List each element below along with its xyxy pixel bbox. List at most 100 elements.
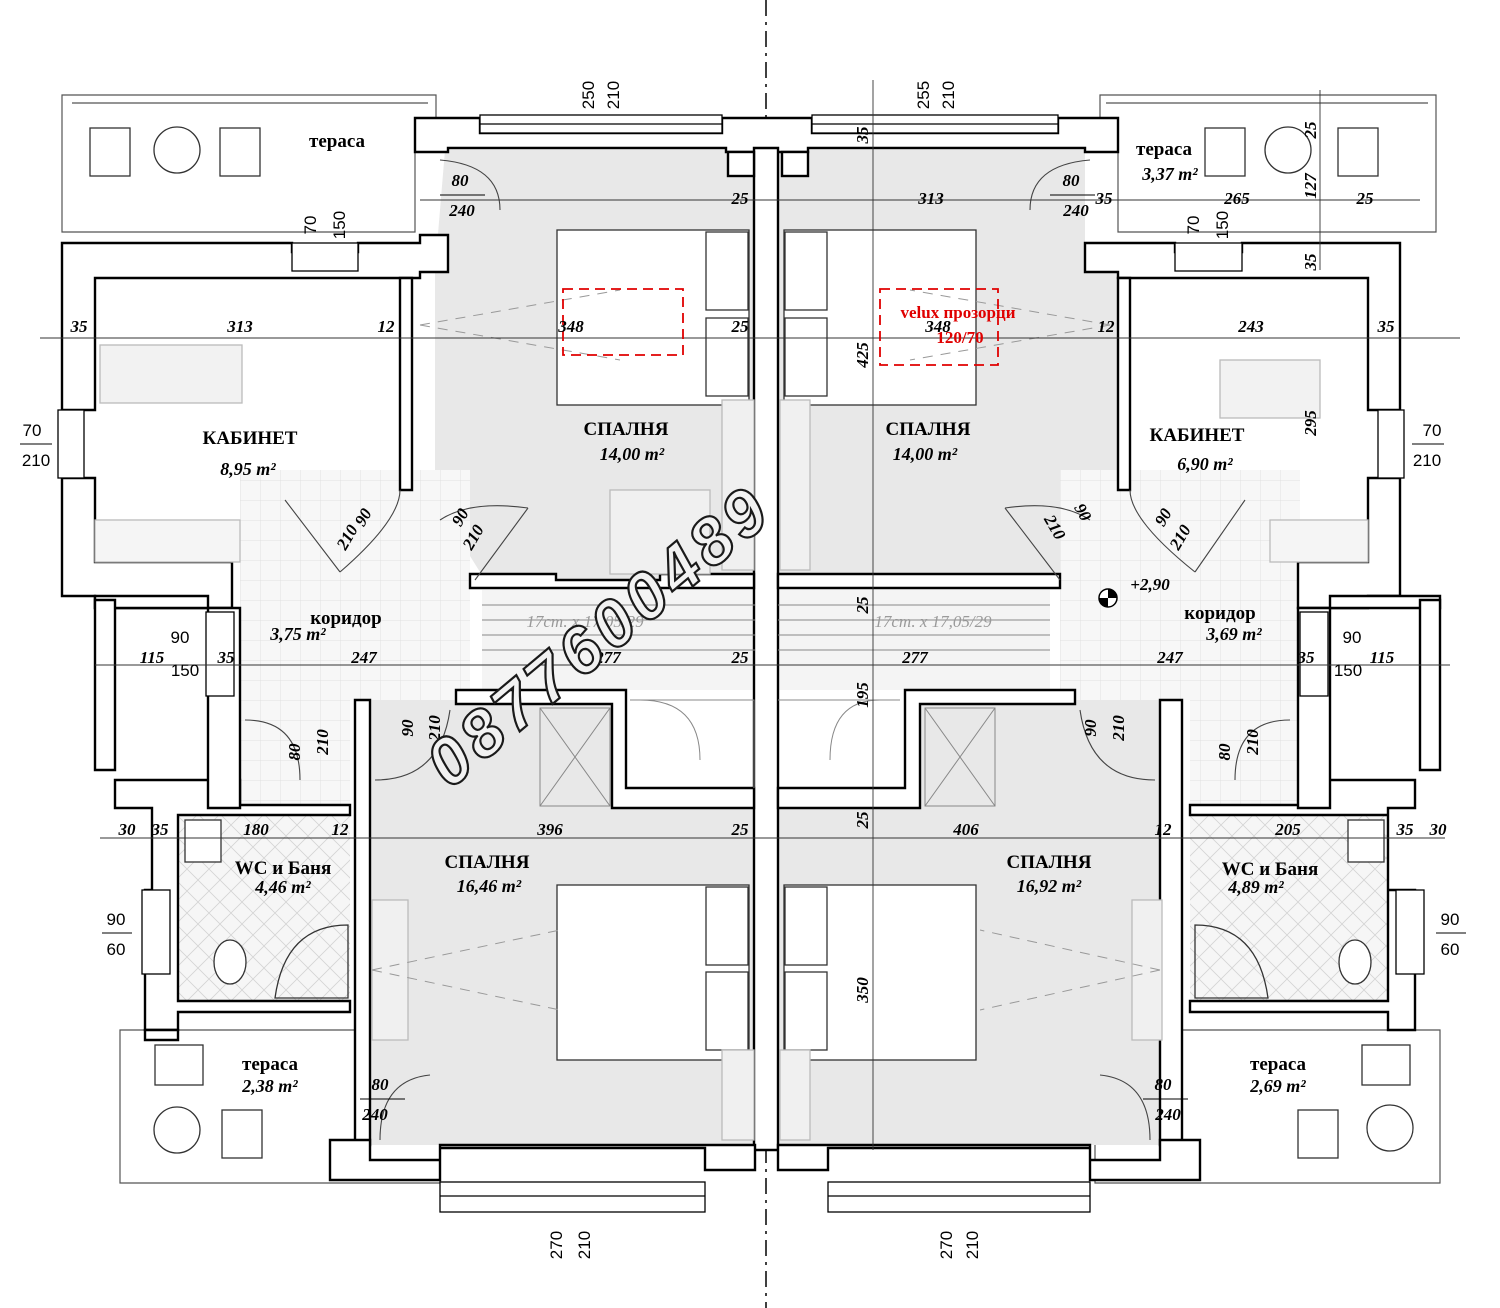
- open-side-l-70: 70: [23, 421, 42, 440]
- dim-247b: 247: [1156, 648, 1184, 667]
- open-bot-l-270: 270: [547, 1231, 566, 1259]
- room-label-office-r: КАБИНЕТ: [1150, 425, 1245, 446]
- dim-115b: 115: [1370, 648, 1395, 667]
- door-br-80: 80: [1155, 1075, 1173, 1094]
- window-office-r: [1174, 242, 1243, 272]
- open-wc-l-90: 90: [107, 910, 126, 929]
- dim-313b: 313: [917, 189, 944, 208]
- dim-406: 406: [952, 820, 979, 839]
- open-top-r-255: 255: [914, 81, 933, 109]
- dim-425: 425: [853, 342, 872, 369]
- velux-label-line2: 120/70: [936, 328, 983, 347]
- open-tw-l-70: 70: [301, 216, 320, 235]
- room-area-terrace-tr: 3,37 m²: [1141, 164, 1198, 184]
- room-label-bedroom-br: СПАЛНЯ: [1007, 852, 1092, 873]
- dim-348a: 348: [557, 317, 584, 336]
- room-label-terrace-tr: тераса: [1136, 139, 1192, 160]
- room-label-bedroom-bl: СПАЛНЯ: [445, 852, 530, 873]
- view-lines: [371, 289, 1161, 1011]
- dim-35e: 35: [1297, 648, 1316, 667]
- chair-br1: [1361, 1044, 1411, 1086]
- dim-35d: 35: [217, 648, 236, 667]
- dim-12d: 12: [1155, 820, 1173, 839]
- velux-label-line1: velux прозорци: [901, 303, 1016, 322]
- room-label-terrace-bl: тераса: [242, 1054, 298, 1075]
- dim-265: 265: [1223, 189, 1250, 208]
- open-side-l-210: 210: [22, 451, 50, 470]
- room-area-terrace-br: 2,69 m²: [1249, 1076, 1306, 1096]
- dim-205: 205: [1274, 820, 1301, 839]
- stair-label-r: 17ст. x 17,05/29: [874, 612, 992, 631]
- room-label-terrace-tl: тераса: [309, 131, 365, 152]
- room-label-bedroom-tl: СПАЛНЯ: [584, 419, 669, 440]
- chair-tr1: [1204, 127, 1246, 177]
- bed-bl: [556, 884, 750, 1061]
- shower-l: [274, 924, 349, 999]
- wall-wc-r: [1188, 778, 1417, 1032]
- window-side-l: [57, 409, 85, 479]
- dim-25b: 25: [731, 189, 750, 208]
- room-label-wc-l: WC и Баня: [235, 858, 331, 879]
- wall-stair-box-r: [776, 688, 1077, 810]
- door-g-80: 80: [285, 743, 304, 761]
- dim-25a: 25: [731, 317, 750, 336]
- dim-35b: 35: [1377, 317, 1396, 336]
- open-wc-l-60: 60: [107, 940, 126, 959]
- open-top-r-210: 210: [939, 81, 958, 109]
- open-corr-r-90: 90: [1343, 628, 1362, 647]
- wall-bump-r2: [1418, 598, 1442, 772]
- open-tw-l-150: 150: [330, 211, 349, 239]
- dim-35c: 35: [1095, 189, 1114, 208]
- door-tl-80: 80: [452, 171, 470, 190]
- desk-r: [1219, 359, 1321, 419]
- window-wc-r: [1395, 889, 1425, 975]
- room-label-office-l: КАБИНЕТ: [203, 428, 298, 449]
- toilet-r: [1338, 939, 1372, 985]
- chimney-r: [780, 150, 810, 178]
- level-mark-label: +2,90: [1130, 575, 1170, 594]
- chimney-l: [726, 150, 756, 178]
- open-top-l-250: 250: [579, 81, 598, 109]
- desk-l: [99, 344, 243, 404]
- door-e-90: 90: [398, 719, 417, 737]
- table-br: [1366, 1104, 1414, 1152]
- dim-35-vertical-b: 35: [1301, 253, 1320, 272]
- open-bot-r-210: 210: [963, 1231, 982, 1259]
- table-bl: [153, 1106, 201, 1154]
- room-area-bedroom-tl: 14,00 m²: [600, 444, 665, 464]
- sink-l: [184, 819, 222, 863]
- wall-office-l-right: [398, 276, 414, 492]
- room-area-wc-r: 4,89 m²: [1227, 877, 1284, 897]
- door-tl-240: 240: [448, 201, 475, 220]
- open-side-r-70: 70: [1423, 421, 1442, 440]
- room-label-terrace-br: тераса: [1250, 1054, 1306, 1075]
- room-area-office-r: 6,90 m²: [1177, 454, 1233, 474]
- wardrobe-l: [94, 519, 241, 563]
- wall-bl-left: [353, 698, 372, 1147]
- dim-127: 127: [1301, 172, 1320, 199]
- table-tr: [1264, 126, 1312, 174]
- wall-wc-l: [113, 778, 352, 1032]
- wall-centre: [752, 146, 780, 1152]
- open-side-r-210: 210: [1413, 451, 1441, 470]
- table-tl: [153, 126, 201, 174]
- wall-bump-l2: [93, 598, 117, 772]
- dim-30a: 30: [118, 820, 137, 839]
- room-area-office-l: 8,95 m²: [220, 459, 276, 479]
- dim-35g: 35: [1396, 820, 1415, 839]
- window-wc-l: [141, 889, 171, 975]
- open-wc-r-90: 90: [1441, 910, 1460, 929]
- window-corr-r: [1299, 611, 1329, 697]
- open-corr-l-150: 150: [171, 661, 199, 680]
- dim-25c: 25: [1356, 189, 1375, 208]
- open-wc-r-60: 60: [1441, 940, 1460, 959]
- dim-25g: 25: [731, 820, 750, 839]
- dim-25d: 25: [731, 648, 750, 667]
- chair-tl1: [89, 127, 131, 177]
- door-tr-80: 80: [1063, 171, 1081, 190]
- room-label-wc-r: WC и Баня: [1222, 859, 1318, 880]
- room-area-bedroom-tr: 14,00 m²: [893, 444, 958, 464]
- door-bl-80: 80: [372, 1075, 390, 1094]
